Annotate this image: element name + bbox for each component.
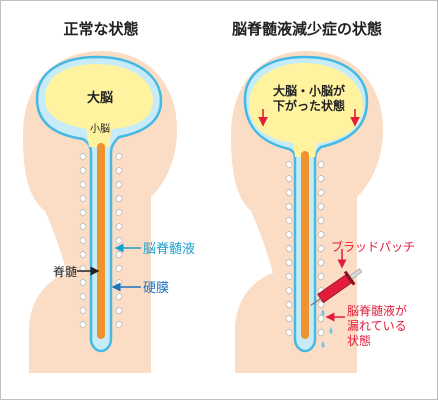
csf-label: 脳脊髄液 [143, 242, 195, 257]
leak-line-3: 状態 [347, 333, 371, 348]
brain-down-line-2: 下がった状態 [273, 98, 345, 113]
brain-sagging [249, 63, 363, 143]
csf-droplets [321, 309, 333, 348]
vertebrae-decrease [285, 160, 325, 337]
panel-title-normal: 正常な状態 [63, 20, 138, 38]
spinal-cord-label: 脊髄 [53, 264, 77, 279]
panel-normal: 正常な状態 大脳 小脳 脳脊髄液 脊髄 硬膜 [23, 20, 195, 373]
cerebellum [85, 119, 113, 147]
syringe-icon [310, 268, 363, 306]
panel-title-csf-decrease: 脳脊髄液減少症の状態 [232, 20, 382, 38]
leak-line-2: 漏れている [347, 319, 407, 333]
vertebrae-normal [79, 152, 123, 329]
spinal-cord [301, 151, 309, 339]
leak-line-1: 脳脊髄液が [347, 303, 407, 318]
brain-label: 大脳 [87, 90, 113, 106]
cerebellum-sagging [291, 129, 319, 157]
panel-csf-decrease: 脳脊髄液減少症の状態 大脳・小脳が 下がった状態 ブラッドパッチ 脳脊髄液が 漏… [231, 20, 415, 373]
blood-patch-label: ブラッドパッチ [331, 239, 415, 254]
brain [45, 64, 153, 129]
cerebellum-label: 小脳 [90, 123, 110, 135]
spinal-cord [97, 143, 105, 339]
brain-down-line-1: 大脳・小脳が [273, 83, 345, 98]
dura-label: 硬膜 [143, 281, 169, 296]
